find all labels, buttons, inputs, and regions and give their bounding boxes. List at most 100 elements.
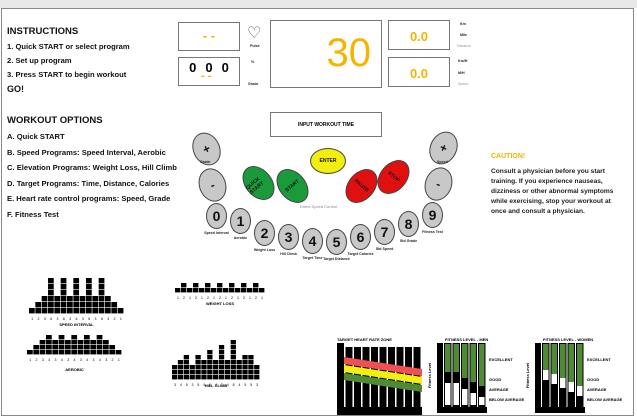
bar-segment [77,345,84,350]
tick-label: 2 [36,358,38,362]
bar-segment [41,296,48,302]
tick-label: 5 [186,383,188,387]
zone-column [345,347,353,415]
bar-segment [254,370,260,375]
tick-label: 1 [261,296,263,300]
title-bar [0,0,637,8]
bar-segment [217,283,223,288]
bar-segment [48,308,54,314]
bar-segment [33,345,40,350]
bar-segment [60,302,67,308]
key-label: Std Grade [399,239,418,243]
bar-segment [253,288,259,293]
bar-segment [67,302,73,308]
key-9-button[interactable]: 9 [422,202,443,228]
bar-segment [84,350,90,355]
bar-segment [79,308,86,314]
key-label: Target Distance [323,257,350,261]
tick-label: 1 [237,296,239,300]
key-3-button[interactable]: 3 [278,224,299,250]
enter-button[interactable]: ENTER [310,148,346,174]
tick-label: 3 [80,358,82,362]
chart-title: SPEED INTERVAL [59,322,94,327]
bar-segment [111,308,118,314]
tick-label: 2 [219,296,221,300]
tick-label: 2 [114,317,116,321]
bar-segment [211,288,217,293]
chart-title: AEROBIC [65,367,84,372]
key-1-button[interactable]: 1 [230,208,251,234]
bar-segment [195,375,201,380]
bar-segment [92,296,99,302]
bar-segment [175,288,181,293]
tick-label: 4 [86,358,88,362]
key-8-button[interactable]: 8 [398,211,419,237]
speed-display: 0.0 [388,57,450,87]
bar-segment [86,302,92,308]
tick-label: 4 [48,358,50,362]
bar-segment [207,375,213,380]
bar-segment [213,375,219,380]
heart-rate-zone-chart [337,343,422,415]
key-6-button[interactable]: 6 [350,224,371,250]
tick-label: 2 [38,317,40,321]
key-0-button[interactable]: 0 [206,203,227,229]
key-4-button[interactable]: 4 [302,228,323,254]
key-5-button[interactable]: 5 [326,229,347,255]
workout-option: D. Target Programs: Time, Distance, Calo… [7,178,170,188]
bar-segment [58,350,65,355]
bar-segment [189,370,195,375]
bar-segment [92,308,99,314]
workout-option: C. Elevation Programs: Weight Loss, Hill… [7,163,177,172]
pulse-value: - - [202,28,216,43]
bar-segment [58,345,65,350]
tick-label: 3 [192,383,194,387]
bar-segment [201,370,207,375]
pulse-display: - - [178,22,240,51]
bar-segment [105,296,111,302]
bar-segment [172,370,178,375]
bar-segment [253,283,259,288]
bar-segment [73,290,80,296]
grade-digit: 0 [205,60,213,75]
bar-segment [248,360,254,365]
bar-segment [218,350,225,355]
bar-segment [195,360,201,365]
bar-segment [98,308,105,314]
bar-segment [207,355,213,360]
workout-option: F. Fitness Test [7,209,59,219]
fitness-level-label: BELOW AVERAGE [489,397,525,402]
key-label: Fitness Test [422,230,443,234]
bar-segment [111,302,118,308]
bar-segment [105,308,111,314]
bar-segment [183,360,189,365]
bar-segment [172,375,178,380]
bar-segment [60,284,67,290]
key-7-button[interactable]: 7 [374,219,395,245]
bar-segment [189,375,195,380]
bar-segment [96,335,103,340]
bar-segment [248,365,254,370]
fitness-level-label: GOOD [489,377,502,382]
bar-segment [71,340,78,345]
bar-segment [229,283,235,288]
bar-segment [213,370,219,375]
bar-segment [193,288,199,293]
bar-segment [27,350,33,355]
input-workout-time-button[interactable]: INPUT WORKOUT TIME [270,112,382,137]
bar-segment [73,278,80,284]
bar-segment [254,365,260,370]
speed-label: Speed [458,82,469,86]
tick-label: 5 [244,383,246,387]
bar-segment [218,375,225,380]
key-2-button[interactable]: 2 [254,220,275,246]
bar-segment [60,290,67,296]
bar-segment [223,288,229,293]
bar-segment [58,340,65,345]
bar-segment [96,345,103,350]
bar-segment [46,340,52,345]
